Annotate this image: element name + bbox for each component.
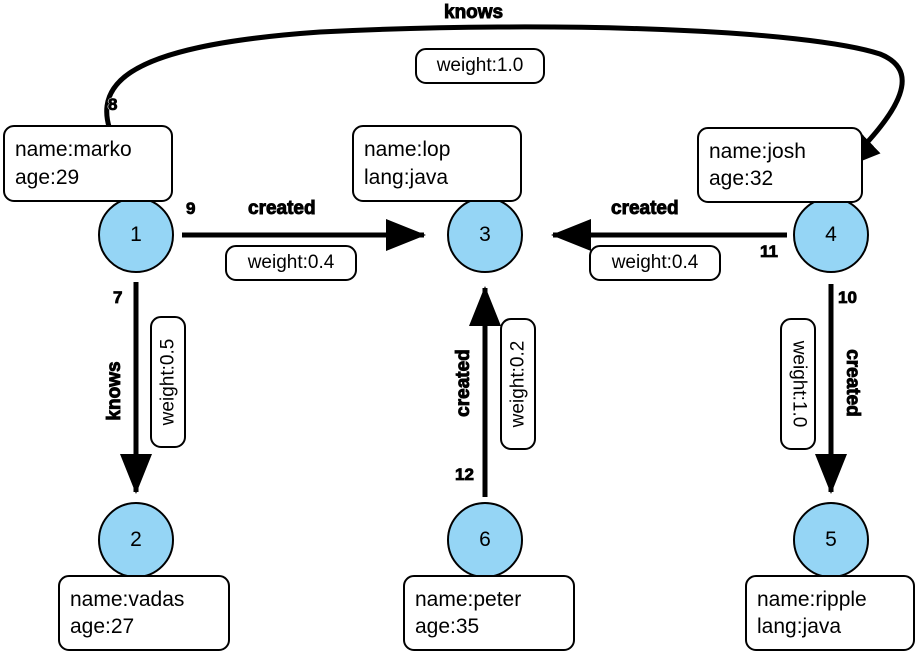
edge-8-weight: weight:1.0 [415, 48, 545, 84]
vertex-3-properties: name:lop lang:java [352, 125, 522, 202]
vertex-6-properties: name:peter age:35 [403, 575, 575, 651]
vertex-4-prop-age: age:32 [709, 167, 774, 190]
vertex-2-prop-name: name:vadas [70, 587, 185, 611]
edge-12-id: 12 [455, 465, 475, 485]
vertex-1-properties: name:marko age:29 [3, 125, 173, 202]
edge-11-weight: weight:0.4 [589, 245, 721, 281]
vertex-2[interactable]: 2 [98, 502, 174, 578]
vertex-6-prop-age: age:35 [415, 615, 480, 638]
vertex-2-properties: name:vadas age:27 [58, 575, 230, 651]
edge-9-id: 9 [186, 199, 196, 219]
vertex-1[interactable]: 1 [98, 197, 174, 273]
edge-7-label: knows [104, 361, 126, 421]
vertex-6[interactable]: 6 [447, 502, 523, 578]
edge-9-label: created [248, 198, 317, 220]
vertex-2-label: 2 [130, 528, 142, 551]
vertex-5-prop-lang: lang:java [757, 615, 842, 638]
vertex-2-prop-age: age:27 [70, 615, 135, 638]
vertex-6-prop-name: name:peter [415, 587, 522, 611]
edge-8-label: knows [444, 2, 504, 24]
vertex-1-label: 1 [130, 223, 142, 246]
vertex-5-prop-name: name:ripple [757, 587, 867, 611]
vertex-5[interactable]: 5 [793, 502, 869, 578]
edge-10-label: created [842, 349, 864, 418]
vertex-4-prop-name: name:josh [709, 139, 806, 163]
vertex-5-label: 5 [825, 528, 837, 551]
vertex-3-label: 3 [479, 223, 491, 246]
vertex-4-properties: name:josh age:32 [697, 127, 863, 203]
vertex-3[interactable]: 3 [447, 197, 523, 273]
vertex-4[interactable]: 4 [793, 197, 869, 273]
edge-10-weight: weight:1.0 [780, 318, 816, 450]
vertex-3-prop-lang: lang:java [364, 165, 449, 189]
edge-line-8 [104, 24, 905, 170]
vertex-1-prop-name: name:marko [15, 138, 132, 162]
edge-8-id: 8 [108, 95, 118, 115]
vertex-4-label: 4 [825, 223, 837, 246]
edge-7-id: 7 [113, 288, 123, 308]
edge-12-weight: weight:0.2 [500, 318, 536, 450]
edge-10-id: 10 [838, 288, 858, 308]
edge-11-label: created [611, 198, 680, 220]
vertex-3-prop-name: name:lop [364, 138, 451, 162]
vertex-5-properties: name:ripple lang:java [745, 575, 915, 651]
vertex-6-label: 6 [479, 528, 491, 551]
edge-11-id: 11 [760, 242, 779, 262]
edge-9-weight: weight:0.4 [225, 245, 357, 281]
edge-12-label: created [453, 349, 475, 418]
edge-7-weight: weight:0.5 [150, 316, 186, 448]
vertex-1-prop-age: age:29 [15, 165, 80, 189]
